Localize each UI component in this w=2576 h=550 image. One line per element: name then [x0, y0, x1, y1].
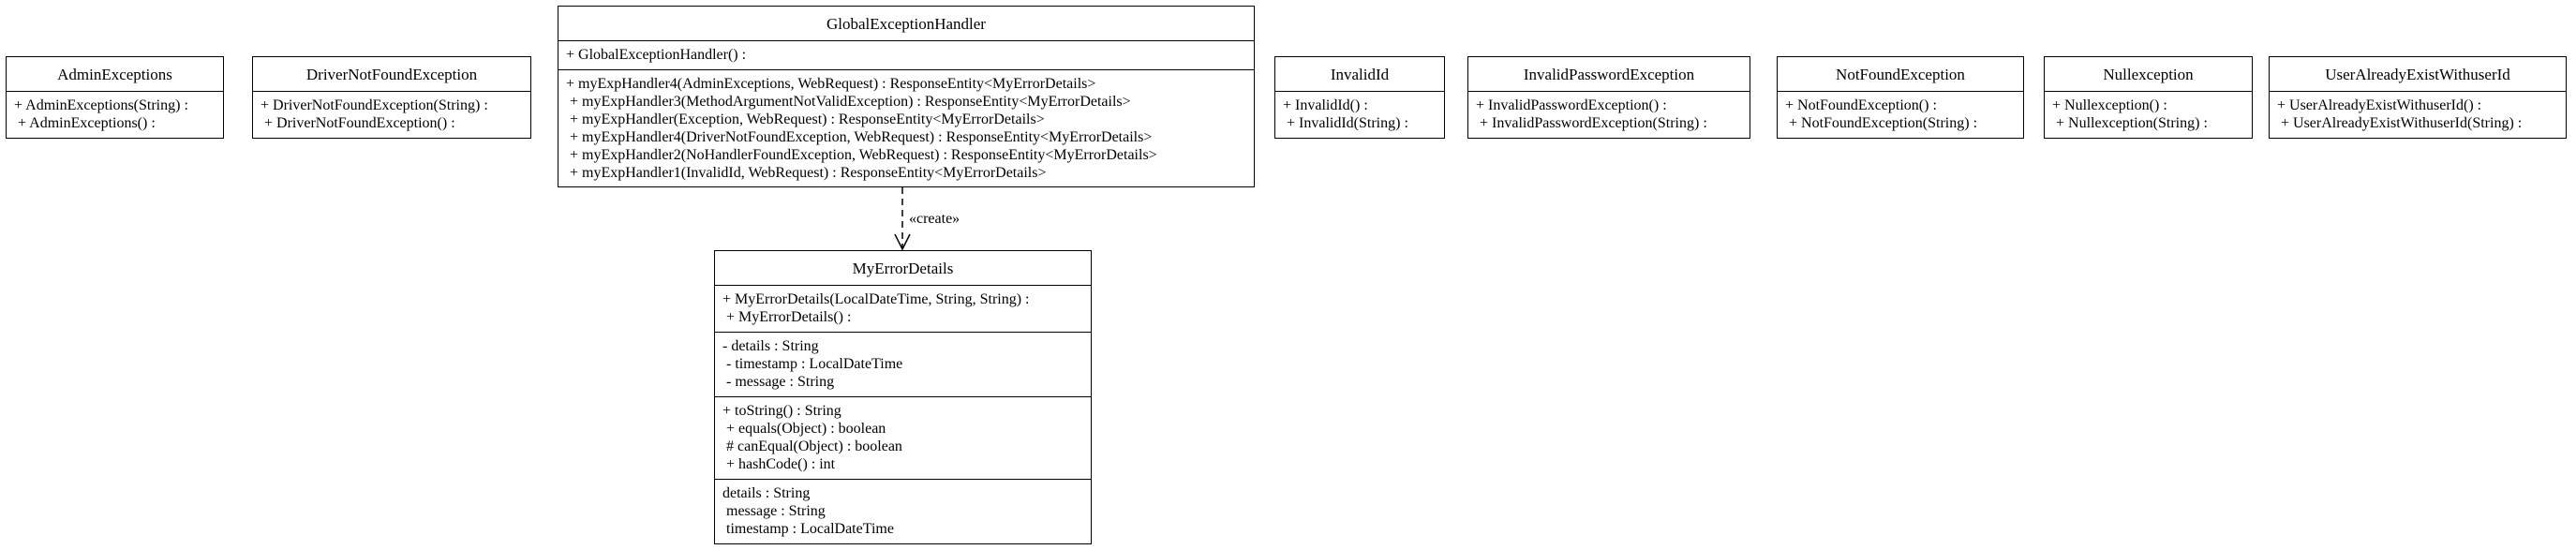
member-line: + AdminExceptions() :: [14, 115, 156, 131]
member-line: timestamp : LocalDateTime: [722, 521, 894, 537]
open-arrowhead: [894, 233, 911, 251]
constructors-section: + InvalidId() : + InvalidId(String) :: [1275, 91, 1444, 138]
create-stereotype-label: «create»: [909, 211, 960, 227]
member-line: + UserAlreadyExistWithuserId() :: [2277, 97, 2482, 113]
class-name: AdminExceptions: [57, 66, 172, 83]
member-line: + hashCode() : int: [722, 456, 836, 472]
class-name: UserAlreadyExistWithuserId: [2325, 66, 2510, 83]
constructors-section: + AdminExceptions(String) : + AdminExcep…: [7, 91, 223, 138]
member-line: + Nullexception() :: [2052, 97, 2167, 113]
member-line: + myExpHandler4(DriverNotFoundException,…: [566, 129, 1153, 145]
member-line: + NotFoundException(String) :: [1785, 115, 1978, 131]
member-line: + InvalidPasswordException(String) :: [1476, 115, 1707, 131]
member-line: + GlobalExceptionHandler() :: [566, 47, 747, 63]
constructors-section: + MyErrorDetails(LocalDateTime, String, …: [715, 285, 1091, 332]
class-name: InvalidId: [1330, 66, 1390, 83]
class-not-found-exception: NotFoundException + NotFoundException() …: [1777, 56, 2024, 139]
class-name: GlobalExceptionHandler: [826, 15, 986, 33]
class-name: InvalidPasswordException: [1523, 66, 1695, 83]
class-name: Nullexception: [2103, 66, 2194, 83]
member-line: - timestamp : LocalDateTime: [722, 356, 903, 372]
member-line: + myExpHandler(Exception, WebRequest) : …: [566, 111, 1045, 127]
methods-section: + myExpHandler4(AdminExceptions, WebRequ…: [558, 69, 1254, 187]
member-line: + myExpHandler3(MethodArgumentNotValidEx…: [566, 94, 1131, 110]
member-line: + MyErrorDetails() :: [722, 309, 852, 325]
member-line: - message : String: [722, 374, 835, 390]
constructors-section: + NotFoundException() : + NotFoundExcept…: [1778, 91, 2023, 138]
member-line: + MyErrorDetails(LocalDateTime, String, …: [722, 291, 1030, 307]
member-line: + InvalidId() :: [1283, 97, 1368, 113]
member-line: + NotFoundException() :: [1785, 97, 1937, 113]
member-line: + myExpHandler1(InvalidId, WebRequest) :…: [566, 165, 1047, 181]
member-line: + UserAlreadyExistWithuserId(String) :: [2277, 115, 2523, 131]
member-line: # canEqual(Object) : boolean: [722, 439, 902, 454]
member-line: - details : String: [722, 338, 819, 354]
member-line: + myExpHandler2(NoHandlerFoundException,…: [566, 147, 1157, 163]
class-global-exception-handler: GlobalExceptionHandler + GlobalException…: [558, 6, 1255, 187]
member-line: + AdminExceptions(String) :: [14, 97, 188, 113]
member-line: + DriverNotFoundException(String) :: [261, 97, 488, 113]
member-line: + InvalidPasswordException() :: [1476, 97, 1667, 113]
constructors-section: + DriverNotFoundException(String) : + Dr…: [253, 91, 530, 138]
class-invalid-password-exception: InvalidPasswordException + InvalidPasswo…: [1467, 56, 1750, 139]
fields-section: - details : String - timestamp : LocalDa…: [715, 332, 1091, 396]
constructors-section: + UserAlreadyExistWithuserId() : + UserA…: [2270, 91, 2566, 138]
class-driver-not-found-exception: DriverNotFoundException + DriverNotFound…: [252, 56, 531, 139]
member-line: details : String: [722, 485, 811, 501]
class-admin-exceptions: AdminExceptions + AdminExceptions(String…: [6, 56, 224, 139]
member-line: + toString() : String: [722, 403, 841, 419]
constructors-section: + Nullexception() : + Nullexception(Stri…: [2045, 91, 2252, 138]
constructors-section: + InvalidPasswordException() : + Invalid…: [1468, 91, 1750, 138]
class-name: MyErrorDetails: [852, 260, 954, 277]
member-line: message : String: [722, 503, 826, 519]
class-nullexception: Nullexception + Nullexception() : + Null…: [2044, 56, 2253, 139]
class-user-already-exist-withuser-id: UserAlreadyExistWithuserId + UserAlready…: [2269, 56, 2567, 139]
class-my-error-details: MyErrorDetails + MyErrorDetails(LocalDat…: [714, 250, 1092, 544]
member-line: + Nullexception(String) :: [2052, 115, 2208, 131]
member-line: + equals(Object) : boolean: [722, 421, 886, 437]
class-name: DriverNotFoundException: [305, 66, 478, 83]
class-name: NotFoundException: [1836, 66, 1965, 83]
member-line: + DriverNotFoundException() :: [261, 115, 455, 131]
member-line: + InvalidId(String) :: [1283, 115, 1408, 131]
class-invalid-id: InvalidId + InvalidId() : + InvalidId(St…: [1274, 56, 1445, 139]
properties-section: details : String message : String timest…: [715, 479, 1091, 543]
methods-section: + toString() : String + equals(Object) :…: [715, 396, 1091, 479]
constructors-section: + GlobalExceptionHandler() :: [558, 40, 1254, 69]
member-line: + myExpHandler4(AdminExceptions, WebRequ…: [566, 76, 1096, 92]
